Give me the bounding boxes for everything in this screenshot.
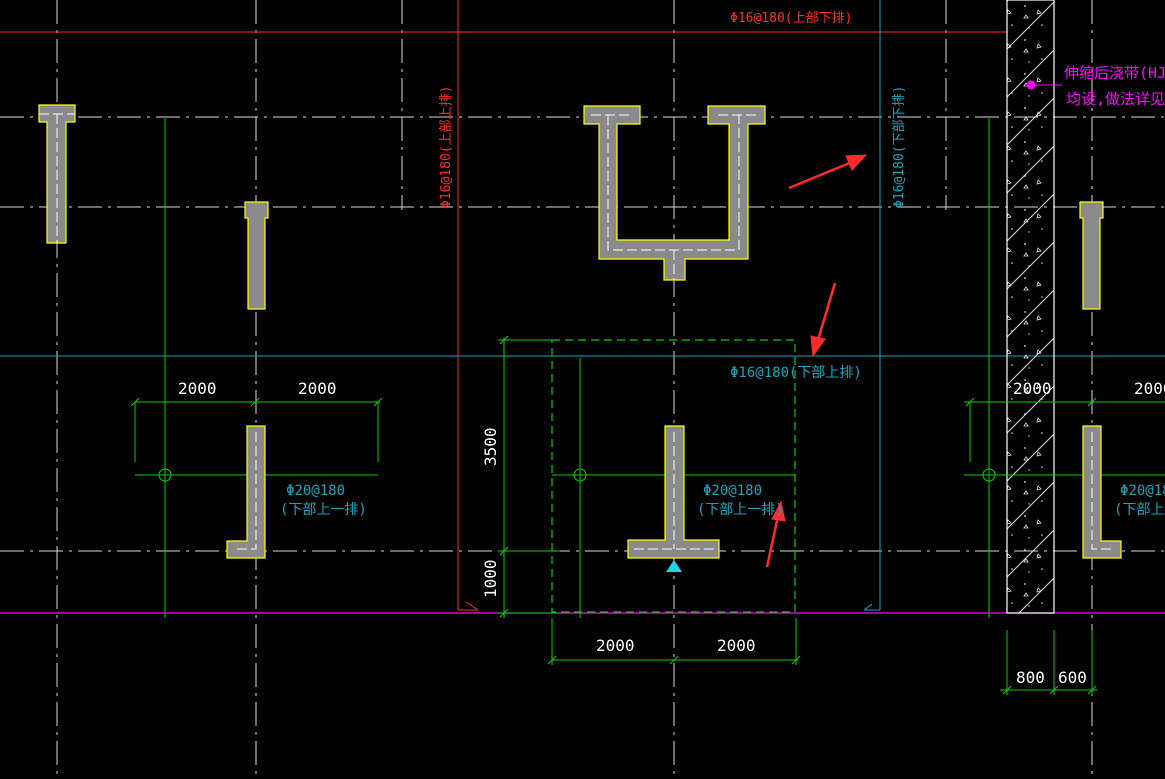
dim-center-cap-right: 2000 [717,636,756,655]
band-width-left: 800 [1016,668,1045,687]
rebar-label-bottom-horizontal: Φ16@180(下部上排) [730,365,862,381]
post-cast-band[interactable] [1006,0,1055,614]
annotation-arrow-icon [765,500,786,568]
rebar-note-right-cap: (下部上一排 [1114,502,1165,518]
rebar-left-cap: Φ20@180 [286,483,345,499]
dim-right-cap-right: 2000 [1134,379,1165,398]
post-cast-band-label: 伸缩后浇带(HJD) [1064,64,1165,82]
post-cast-band-speckle [1007,0,1054,613]
rebar-note-left-cap: (下部上一排) [280,502,367,518]
pile-centre-right[interactable] [982,468,996,482]
wall-l-column-left[interactable] [226,425,266,559]
rebar-right-cap: Φ20@180 [1120,483,1165,499]
section-marker-icon[interactable] [666,560,682,572]
pile-centre-center[interactable] [573,468,587,482]
dim-left-cap-left: 2000 [178,379,217,398]
post-cast-band-note: 均设,做法详见总说明 [1066,90,1165,108]
rebar-center-cap: Φ20@180 [703,483,762,499]
wall-u-core[interactable] [583,105,766,281]
dim-center-cap-vertical-bottom: 1000 [481,559,500,598]
dim-center-cap-vertical-top: 3500 [481,427,500,466]
wall-centrelines [39,113,1115,550]
rebar-zone-cyan [0,0,1165,611]
rebar-label-top-vertical: Φ16@180(上部上排) [439,86,454,208]
pile-centre-left[interactable] [158,468,172,482]
band-pointer-dot-icon [1026,80,1036,90]
wall-t-column-3[interactable] [1079,201,1104,310]
wall-t-column-2[interactable] [244,201,269,310]
dim-right-cap-left: 2000 [1013,379,1052,398]
rebar-note-center-cap: (下部上一排) [697,502,784,518]
pile-centres [158,468,996,482]
wall-l-column-right[interactable] [1082,425,1122,559]
rebar-zone-red [0,0,1007,611]
band-width-right: 600 [1058,668,1087,687]
dim-center-cap-left: 2000 [596,636,635,655]
annotation-arrow-icon [788,154,868,190]
dimension-lines [130,118,1165,695]
post-cast-band-pointer [1026,80,1062,90]
annotation-arrow-icon [810,282,837,358]
rebar-label-top-horizontal: Φ16@180(上部下排) [730,11,852,26]
dim-left-cap-right: 2000 [298,379,337,398]
annotation-arrows [765,154,868,568]
pile-cap-outline-center[interactable] [551,339,796,613]
rebar-label-bottom-vertical: Φ16@180(下部下排) [892,86,907,208]
